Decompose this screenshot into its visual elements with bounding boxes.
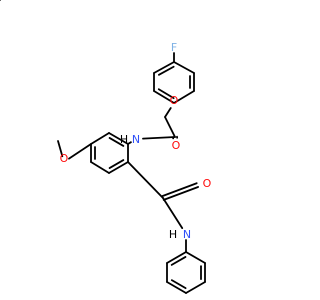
benzamide-hydrogen-label: H (169, 228, 177, 241)
bond-o-ch2 (164, 107, 172, 118)
bond-co-n (142, 136, 176, 140)
bond-ring-a-3 (153, 90, 175, 104)
structure-drawing: F O O N H O O N H (0, 0, 212, 294)
bond-ring-c-1 (166, 251, 187, 264)
bond-c-o-benzamide-b (161, 182, 198, 198)
bond-ch2-co (164, 116, 176, 138)
bond-ring-a-4 (173, 90, 195, 104)
acetamide-oxygen-label: O (172, 139, 181, 152)
bond-ring-b-6 (108, 132, 129, 145)
bond-ring-b-5 (90, 132, 110, 145)
acetamide-nitrogen-label: N (132, 133, 140, 146)
molecule-canvas: F O O N H O O N H (0, 0, 212, 294)
bond-ring-b-6-inner (108, 137, 125, 147)
bond-ring-b-3 (90, 161, 110, 174)
benzamide-nitrogen-label: N (183, 228, 191, 241)
bond-carbonyl-n (162, 197, 184, 230)
bond-ring-c-6 (185, 251, 206, 264)
bond-o-methyl (57, 140, 64, 158)
bond-ring-a-6 (173, 61, 195, 74)
bond-ring-c-4 (185, 281, 206, 294)
bond-layer (0, 0, 206, 294)
bond-c-o-benzamide-a (162, 186, 199, 201)
fluorine-atom-label: F (171, 41, 177, 54)
bond-ring-c-1-inner (170, 256, 187, 266)
bond-ring-c-3 (166, 281, 187, 294)
bond-ring-a-1-inner (157, 65, 175, 76)
acetamide-hydrogen-label: H (120, 133, 128, 146)
bond-ring-b-2 (108, 161, 129, 174)
bond-ring-carbonyl (127, 161, 164, 199)
benzamide-oxygen-label: O (203, 177, 212, 190)
methoxy-oxygen-label: O (60, 152, 69, 165)
ether-oxygen-label: O (170, 94, 179, 107)
bond-ring-ome (68, 143, 92, 160)
bond-ring-a-1 (153, 61, 175, 74)
bond-ring-a-3-inner (157, 88, 175, 100)
bond-ring-c-3-inner (170, 279, 187, 290)
bond-ring-b-2-inner (108, 159, 125, 169)
